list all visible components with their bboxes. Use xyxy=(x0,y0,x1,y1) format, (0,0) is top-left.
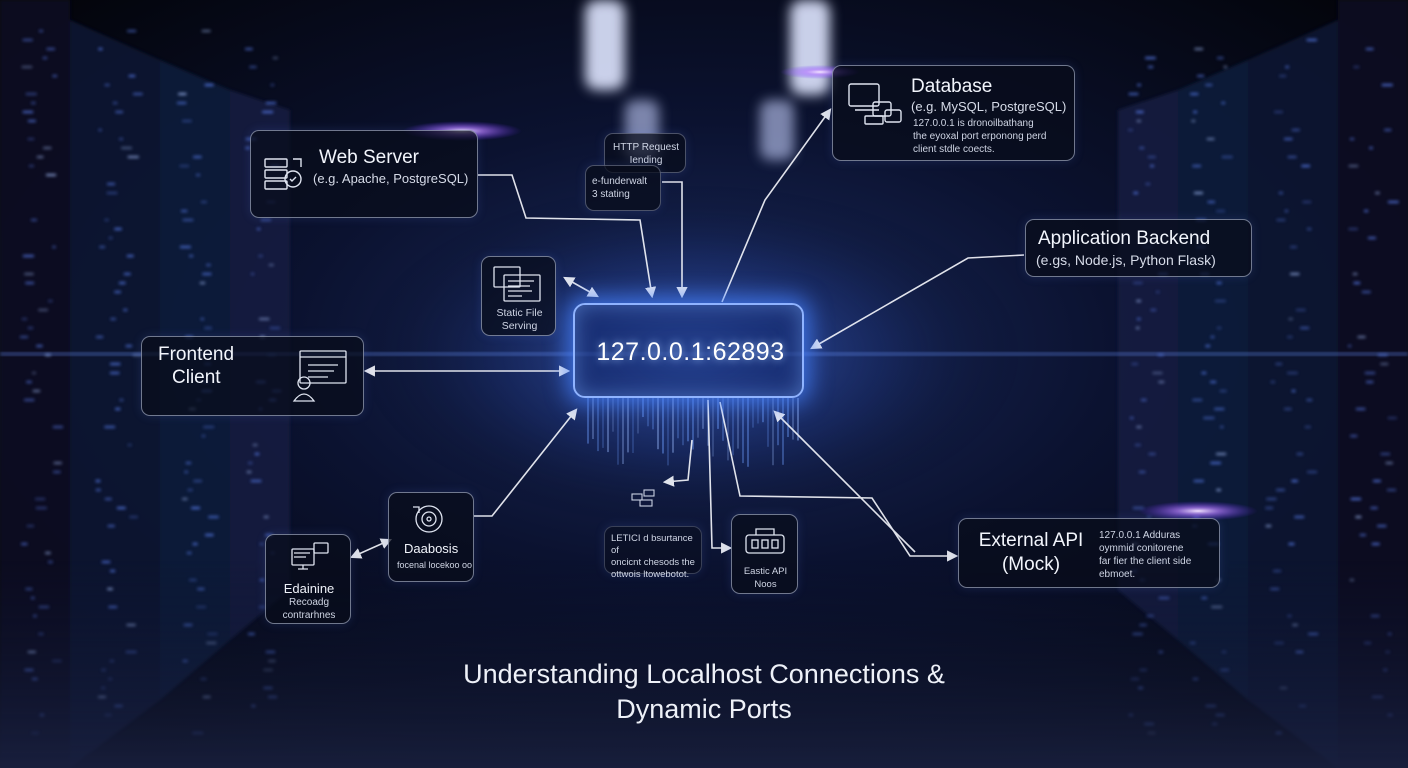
database-subtitle: (e.g. MySQL, PostgreSQL) xyxy=(911,99,1067,114)
database-title: Database xyxy=(911,76,993,97)
arrow-external-left xyxy=(349,538,393,559)
server-icon xyxy=(264,158,302,190)
node-external-left[interactable]: Edainine Recoadg contrarhnes xyxy=(265,534,351,624)
localhost-hub[interactable]: 127.0.0.1:62893 xyxy=(573,303,804,398)
application-backend-title: Application Backend xyxy=(1038,228,1211,249)
node-database[interactable]: Database (e.g. MySQL, PostgreSQL) 127.0.… xyxy=(832,65,1075,161)
arrow-external-api xyxy=(719,401,959,562)
browser-window-icon xyxy=(292,350,347,402)
arrow-center-note xyxy=(662,439,693,487)
arrow-database xyxy=(721,108,832,303)
external-api-title: External API (Mock) xyxy=(978,530,1084,575)
document-icon xyxy=(493,266,541,302)
node-frontend-client[interactable]: Frontend Client xyxy=(141,336,364,416)
arrow-database-small xyxy=(474,408,578,517)
disk-icon xyxy=(413,505,443,533)
center-note-text: LETICI d bsurtance of oncicnt chesods th… xyxy=(611,533,695,580)
web-server-subtitle: (e.g. Apache, PostgreSQL) xyxy=(313,171,469,186)
database-notes: 127.0.0.1 is dronoilbathang the eyoxal p… xyxy=(913,118,1047,155)
diagram-title: Understanding Localhost Connections & Dy… xyxy=(463,659,945,724)
node-static-file[interactable]: Static File Serving xyxy=(481,256,556,336)
node-web-server[interactable]: Web Server (e.g. Apache, PostgreSQL) xyxy=(250,130,478,218)
arrow-app-backend xyxy=(810,254,1025,350)
database-small-subtitle: focenal locekoo oo xyxy=(397,560,473,570)
node-http-notes[interactable]: e-funderwalt 3 stating xyxy=(585,165,661,211)
hub-address: 127.0.0.1:62893 xyxy=(596,338,785,366)
external-api-notes: 127.0.0.1 Adduras oymmid conitorene far … xyxy=(1099,530,1192,580)
arrow-http-request xyxy=(662,181,688,299)
node-application-backend[interactable]: Application Backend (e.gs, Node.js, Pyth… xyxy=(1025,219,1252,277)
hub-icon xyxy=(631,489,655,507)
http-request-label: HTTP Request Iending xyxy=(613,142,679,166)
database-small-title: Daabosis xyxy=(404,541,459,556)
http-request-notes: e-funderwalt 3 stating xyxy=(592,176,648,200)
arrow-external-api-return xyxy=(773,410,916,553)
node-external-api-small[interactable]: Eastic API Noos xyxy=(731,514,798,594)
node-center-note[interactable]: LETICI d bsurtance of oncicnt chesods th… xyxy=(604,526,702,580)
arrow-external-api-small xyxy=(707,399,733,554)
monitor-icon xyxy=(291,542,329,570)
static-file-label: Static File Serving xyxy=(496,307,543,332)
frontend-client-title: Frontend Client xyxy=(158,344,235,388)
arrow-web-server xyxy=(478,174,657,299)
user-icon xyxy=(292,376,316,402)
application-backend-subtitle: (e.gs, Node.js, Python Flask) xyxy=(1036,252,1216,268)
external-left-label: Edainine Recoadg contrarhnes xyxy=(282,581,336,621)
web-server-title: Web Server xyxy=(319,147,419,168)
database-icon xyxy=(848,83,902,125)
node-database-small[interactable]: Daabosis focenal locekoo oo xyxy=(388,492,474,582)
arrow-static-file xyxy=(563,276,599,298)
node-external-api[interactable]: External API (Mock) 127.0.0.1 Adduras oy… xyxy=(958,518,1220,588)
api-icon xyxy=(745,528,785,554)
external-api-small-label: Eastic API Noos xyxy=(743,566,788,590)
